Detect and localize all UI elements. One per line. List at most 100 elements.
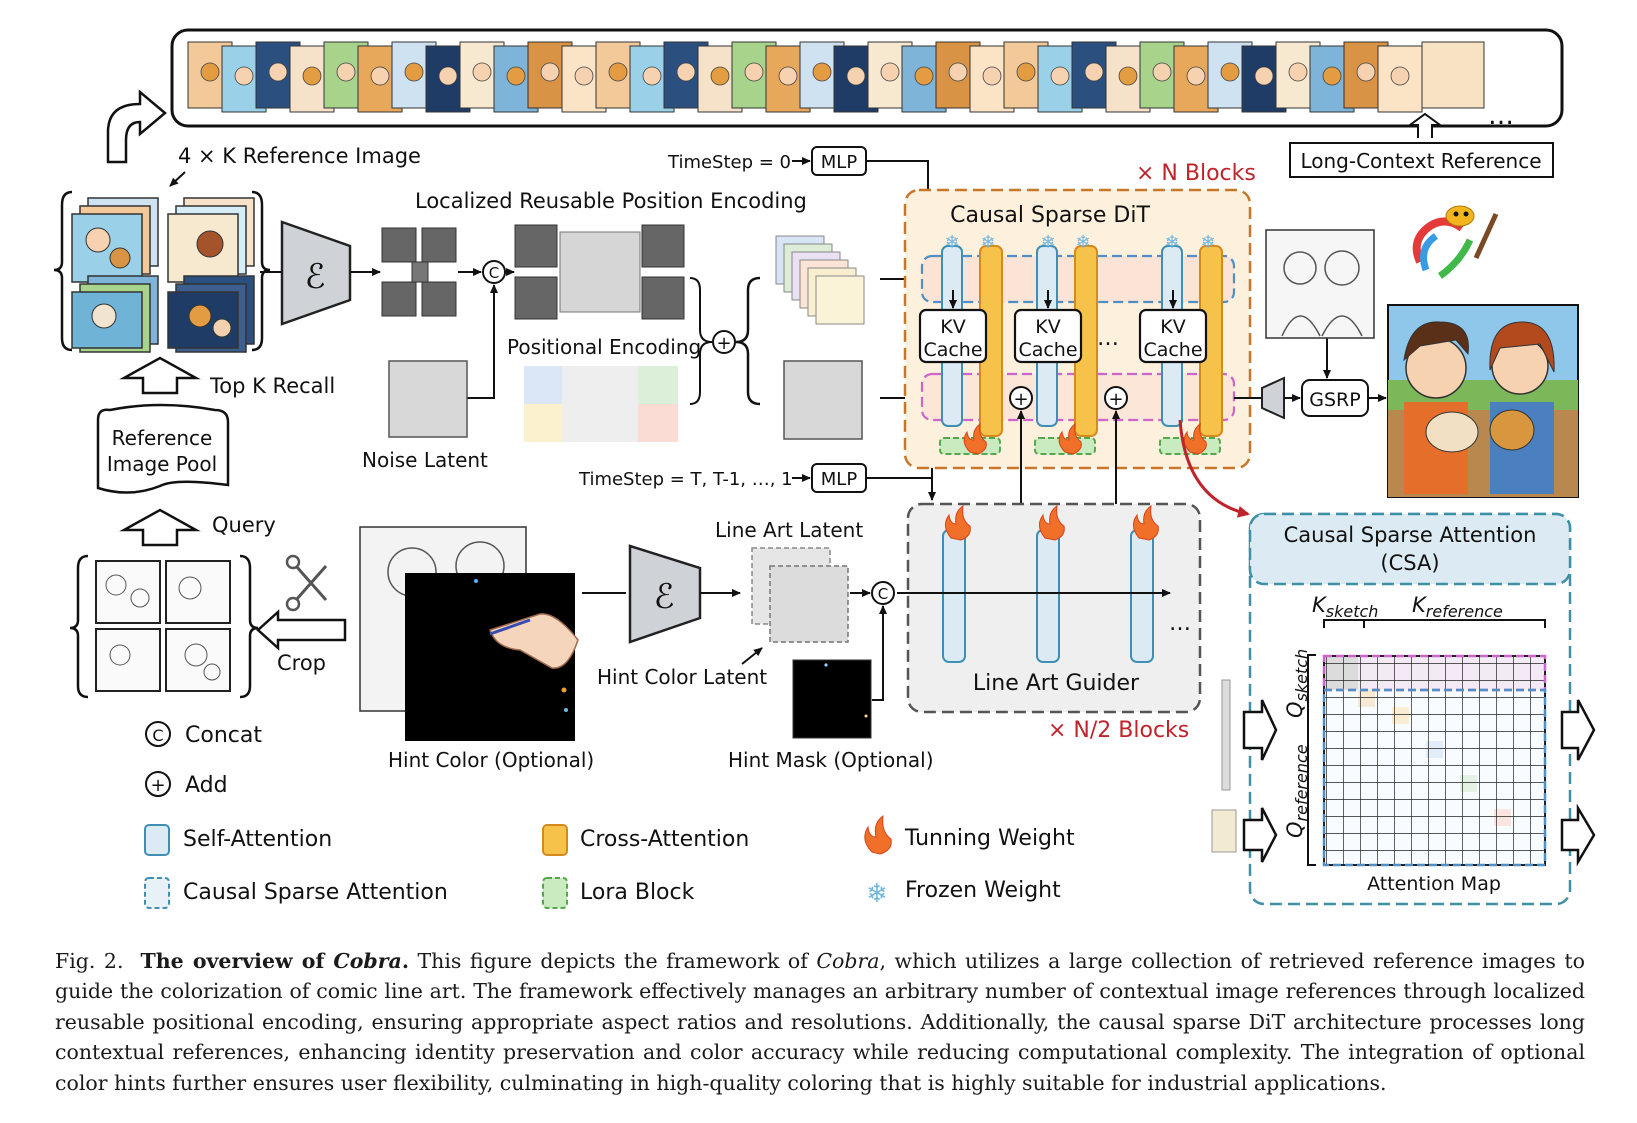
top-k-recall-label: Top K Recall: [209, 374, 335, 398]
thumbnail-figure: [472, 62, 492, 82]
caption-text-1: This figure depicts the framework of: [408, 949, 817, 973]
colored-latent-stack: [775, 235, 865, 325]
thumbnail-figure: [744, 62, 764, 82]
timestep-bottom-label: TimeStep = T, T-1, …, 1: [578, 469, 793, 490]
kv-label-1: KV: [940, 316, 965, 338]
mlp-top-label: MLP: [821, 152, 858, 173]
legend-self-attention-icon: [144, 824, 170, 856]
dit-tuning-weight-icons: [963, 422, 1207, 455]
add-symbol-pe: +: [716, 333, 731, 354]
thumbnail-figure: [608, 62, 628, 82]
k-reference-sub: reference: [1426, 602, 1503, 621]
caption-bold-post: .: [401, 949, 409, 973]
positional-encoding-tiles: [514, 224, 685, 320]
thumbnail-figure: [642, 66, 662, 86]
cache-label-3: Cache: [1143, 339, 1202, 361]
legend-frozen-weight-label: Frozen Weight: [905, 878, 1061, 903]
thumbnail-figure: [1016, 62, 1036, 82]
csa-input-arrow-2-icon: [1242, 807, 1278, 863]
thumbnail-figure: [540, 62, 560, 82]
line-art-latent-label: Line Art Latent: [715, 518, 863, 542]
legend-concat-label: Concat: [185, 723, 262, 748]
hint-mask-image: [792, 659, 872, 739]
kv-label-3: KV: [1160, 316, 1185, 338]
thumbnail-figure: [948, 62, 968, 82]
legend-causal-sparse-attention-label: Causal Sparse Attention: [183, 880, 448, 905]
causal-sparse-dit-block: Causal Sparse DiT KV Cache KV Cache KV C…: [903, 188, 1252, 590]
thumbnail-figure: [1322, 66, 1342, 86]
thumbnail-figure: [336, 62, 356, 82]
thumbnail-figure: [1084, 62, 1104, 82]
thumbnail-figure: [1356, 62, 1376, 82]
legend-cross-attention-label: Cross-Attention: [580, 827, 749, 852]
legend-add-icon: [145, 771, 171, 797]
q-reference-label: Qreference: [1283, 744, 1311, 838]
thumbnail-figure: [268, 62, 288, 82]
thumbnail-figure: [676, 62, 696, 82]
q-sketch-base: Q: [1283, 701, 1307, 718]
thumbnail-figure: [404, 62, 424, 82]
legend-lora-block-icon: [542, 877, 568, 909]
caption-bold-title: The overview of Cobra.: [141, 949, 409, 973]
query-arrow-icon: [119, 508, 201, 547]
svg-text:❄: ❄: [1200, 232, 1215, 253]
thumbnail-figure: [914, 66, 934, 86]
hint-color-latent-front: [769, 565, 849, 643]
thumbnail-figure: [506, 66, 526, 86]
noise-latent-label: Noise Latent: [362, 448, 488, 472]
svg-text:❄: ❄: [1164, 232, 1179, 253]
caption-italic-cobra: Cobra: [816, 949, 880, 973]
thumbnail-figure: [1254, 66, 1274, 86]
caption-bold-italic: Cobra: [333, 949, 402, 973]
crop-label: Crop: [277, 651, 326, 675]
q-sketch-token-bar: [1221, 679, 1231, 791]
thumbnail-figure: [1152, 62, 1172, 82]
line-art-guider-block: … Line Art Guider: [897, 502, 1202, 714]
dit-title: Causal Sparse DiT: [950, 203, 1150, 228]
add-node-dit-2: [1104, 386, 1128, 410]
reference-image-pool: Reference Image Pool: [96, 403, 230, 494]
k-reference-base: K: [1412, 593, 1428, 617]
caption-text-2: , which utilizes a large collection of r…: [55, 949, 1585, 1095]
caption-fig-number: Fig. 2.: [55, 949, 124, 973]
reference-image-grid: [53, 190, 271, 353]
legend-add-label: Add: [185, 773, 228, 798]
positional-encoding-map: [524, 366, 678, 442]
reference-thumbnails: [187, 41, 1485, 113]
thumbnail-figure: [880, 62, 900, 82]
dit-ellipsis: …: [1097, 326, 1119, 351]
kv-label-2: KV: [1035, 316, 1060, 338]
cache-label-1: Cache: [923, 339, 982, 361]
csa-title-line2: (CSA): [1380, 551, 1439, 575]
reference-thumbnail-last: [1421, 41, 1485, 109]
kv-cache-1: [918, 308, 988, 364]
sketch-panel-grid: [69, 554, 259, 699]
attention-map-label: Attention Map: [1367, 873, 1501, 895]
mlp-bottom-label: MLP: [821, 469, 858, 490]
svg-text:❄: ❄: [944, 232, 959, 253]
thumbnail-figure: [778, 66, 798, 86]
svg-text:❄: ❄: [1040, 232, 1055, 253]
legend-cross-attention-icon: [542, 824, 568, 856]
concat-symbol-bottom: C: [878, 585, 888, 603]
guider-ellipsis: …: [1169, 611, 1191, 636]
legend-concat-icon: [145, 721, 171, 747]
add-node-pe: [712, 330, 736, 354]
q-reference-sub: reference: [1292, 744, 1311, 821]
noise-latent-box: [388, 360, 468, 438]
vae-encoder-bottom: [628, 544, 702, 644]
framework-figure: … Long-Context Reference 4 × K Reference…: [53, 28, 1596, 909]
k-sketch-label: Ksketch: [1312, 593, 1378, 621]
thumbnail-figure: [846, 66, 866, 86]
q-sketch-sub: sketch: [1292, 649, 1311, 702]
vae-encoder-top: [280, 220, 352, 326]
k-reference-label: Kreference: [1412, 593, 1503, 621]
timestep-top-label: TimeStep = 0: [667, 152, 791, 173]
encoder-symbol-top: ℰ: [305, 257, 326, 297]
hint-mask-label: Hint Mask (Optional): [728, 748, 934, 772]
half-blocks-label: × N/2 Blocks: [1048, 718, 1189, 743]
long-context-reference-strip: … Long-Context Reference: [170, 28, 1564, 178]
encoder-symbol-bottom: ℰ: [654, 577, 675, 617]
n-blocks-label: × N Blocks: [1136, 161, 1256, 186]
legend-tuning-weight-flame-icon: [864, 814, 892, 855]
